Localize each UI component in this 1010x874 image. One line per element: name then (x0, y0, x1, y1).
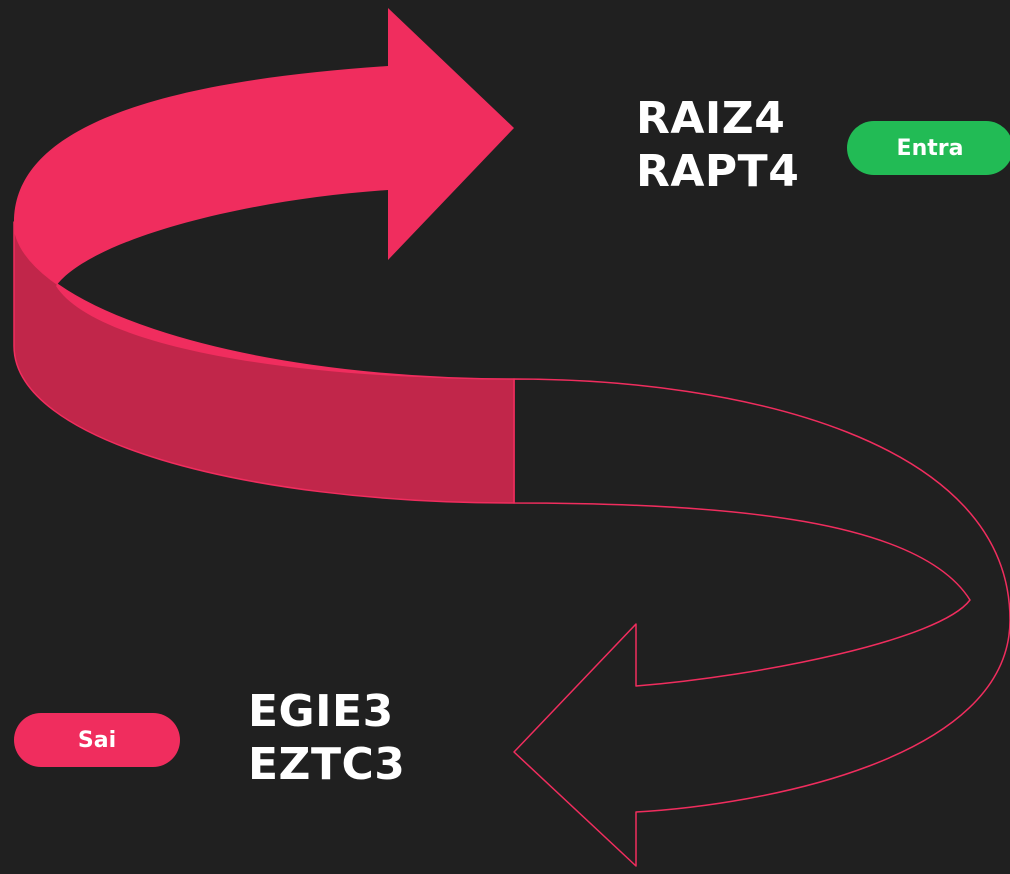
leaving-ticker: EZTC3 (248, 739, 406, 790)
sai-badge: Sai (14, 713, 180, 767)
leaving-tickers: EGIE3 EZTC3 (248, 685, 405, 791)
entra-badge: Entra (847, 121, 1010, 175)
leaving-ticker: EGIE3 (248, 686, 394, 737)
outgoing-arrow-outline (513, 378, 1010, 867)
entering-tickers: RAIZ4 RAPT4 (636, 92, 799, 198)
incoming-arrow (14, 8, 514, 379)
entering-ticker: RAIZ4 (636, 93, 786, 144)
entering-ticker: RAPT4 (636, 146, 800, 197)
